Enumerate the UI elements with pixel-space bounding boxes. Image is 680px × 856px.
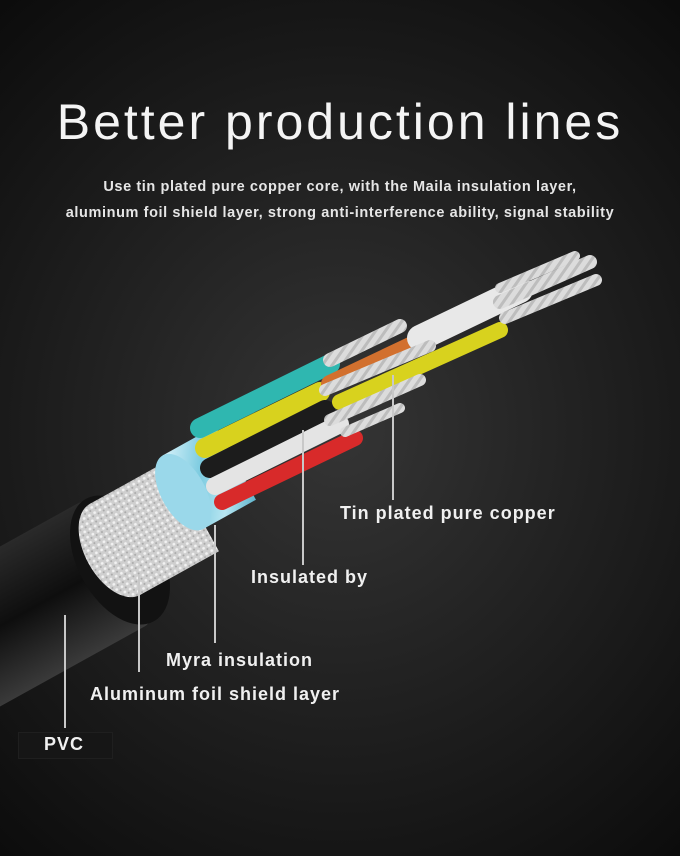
page-title: Better production lines: [56, 94, 624, 150]
pvc-label-box: [18, 732, 113, 759]
inner-wires: [190, 277, 533, 510]
label-myra-insulation: Myra insulation: [166, 650, 314, 670]
leader-line-tin-plated: [392, 375, 394, 500]
label-aluminum-foil: Aluminum foil shield layer: [90, 684, 341, 704]
leader-line-myra: [214, 525, 216, 643]
page-subtitle: Use tin plated pure copper core, with th…: [0, 174, 680, 226]
label-insulated-by: Insulated by: [251, 567, 369, 587]
leader-line-aluminum: [138, 575, 140, 672]
label-pvc: PVC: [44, 734, 85, 754]
subtitle-line-1: Use tin plated pure copper core, with th…: [103, 179, 577, 195]
copper-strands: [319, 251, 602, 437]
leader-line-pvc: [64, 615, 66, 728]
leader-line-insulated: [302, 430, 304, 565]
subtitle-line-2: aluminum foil shield layer, strong anti-…: [65, 205, 615, 221]
label-tin-plated-copper: Tin plated pure copper: [340, 503, 556, 523]
